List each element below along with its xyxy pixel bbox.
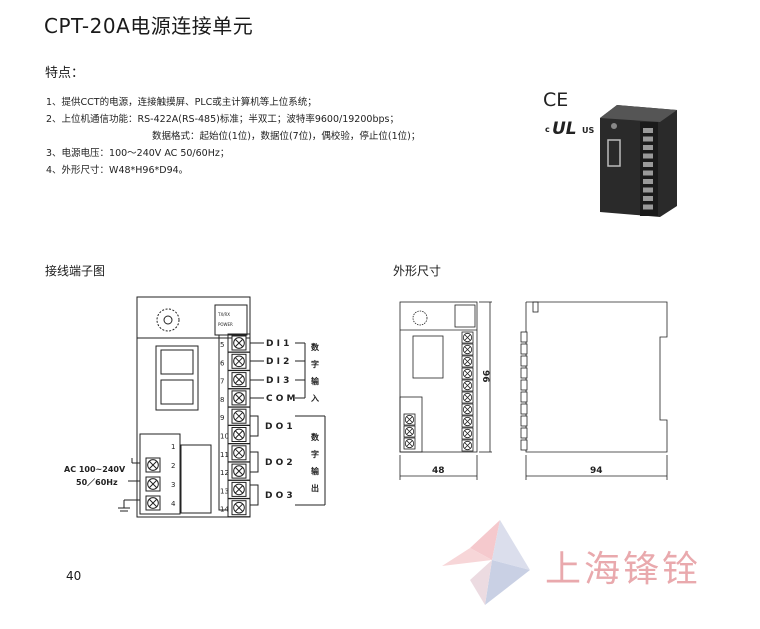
di-group-char: 输 <box>311 376 320 386</box>
terminal-number: 10 <box>220 433 229 441</box>
power-terminal-number: 1 <box>171 443 175 451</box>
terminal-screw-icon <box>231 372 247 388</box>
ul-c: c <box>545 125 550 134</box>
terminal-screw-icon <box>461 355 474 368</box>
terminal-number: 7 <box>220 378 224 386</box>
ce-mark: CE <box>543 89 568 111</box>
photo-terminal <box>643 196 653 201</box>
di-group-char: 入 <box>310 394 319 403</box>
feature-item: 1、提供CCT的电源，连接触摸屏、PLC或主计算机等上位系统； <box>46 97 317 108</box>
photo-terminal <box>643 136 653 142</box>
do-label: D O 3 <box>265 491 293 501</box>
terminal-number: 6 <box>220 359 225 367</box>
terminal-number: 5 <box>220 341 224 349</box>
terminal-number: 13 <box>220 487 229 495</box>
terminal-screw-icon <box>461 415 474 428</box>
power-terminal-screw-icon <box>145 457 161 473</box>
photo-terminal <box>643 162 653 167</box>
terminal-screw-icon <box>461 379 474 392</box>
page-title: CPT-20A电源连接单元 <box>44 14 254 38</box>
terminal-screw-icon <box>403 425 416 438</box>
terminal-screw-icon <box>461 391 474 404</box>
terminal-screw-icon <box>461 439 474 452</box>
feature-item: 4、外形尺寸：W48*H96*D94。 <box>46 165 189 176</box>
terminal-screw-icon <box>461 403 474 416</box>
feature-item: 数据格式：起始位(1位)，数据位(7位)，偶校验，停止位(1位)； <box>152 131 421 142</box>
di-group-char: 字 <box>311 359 319 369</box>
photo-terminal <box>643 128 653 133</box>
terminal-screw-icon <box>231 353 247 369</box>
terminal-screw-icon <box>461 343 474 356</box>
power-terminal-number: 2 <box>171 462 175 470</box>
terminal-screw-icon <box>231 390 247 406</box>
power-terminal-screw-icon <box>145 476 161 492</box>
do-label: D O 2 <box>265 458 293 468</box>
photo-terminal <box>643 187 653 193</box>
power-indicator-label: POWER <box>218 322 233 327</box>
do-group-char: 字 <box>311 449 319 459</box>
terminal-screw-icon <box>231 427 247 442</box>
terminal-screw-icon <box>461 427 474 440</box>
terminal-screw-icon <box>231 500 247 516</box>
terminal-screw-icon <box>403 437 416 450</box>
terminal-number: 8 <box>220 396 224 404</box>
frequency-label: 50／60Hz <box>76 477 118 487</box>
txrx-indicator-label: TX/RX <box>217 312 230 317</box>
terminal-number: 11 <box>220 451 229 459</box>
ul-mark: UL <box>552 119 577 139</box>
power-terminal-number: 3 <box>171 481 175 489</box>
product-photo <box>600 105 677 217</box>
terminal-screw-icon <box>231 463 247 479</box>
di-label: D I 2 <box>266 357 289 367</box>
ac-voltage-label: AC 100~240V <box>64 465 126 474</box>
terminal-screw-icon <box>231 335 247 351</box>
dimensions-heading: 外形尺寸 <box>393 264 442 278</box>
power-terminal-screw-icon <box>145 495 161 511</box>
terminal-screw-icon <box>461 331 474 344</box>
di-label: C O M <box>266 394 296 404</box>
photo-terminal <box>643 179 653 184</box>
watermark-text: 上海锋铨 <box>545 549 702 590</box>
terminal-screw-icon <box>403 413 416 426</box>
do-group-char: 数 <box>311 432 320 442</box>
do-group-char: 输 <box>311 466 320 476</box>
do-label: D O 1 <box>265 422 293 432</box>
terminal-screw-icon <box>231 408 247 424</box>
dimension-drawing <box>399 301 668 480</box>
di-label: D I 1 <box>266 339 289 349</box>
photo-terminal <box>643 145 653 150</box>
rotary-switch-icon <box>156 308 180 332</box>
feature-item: 2、上位机通信功能：RS-422A(RS-485)标准；半双工；波特率9600/… <box>46 114 399 125</box>
features-heading: 特点： <box>45 66 85 81</box>
page-number: 40 <box>66 569 82 583</box>
photo-terminal <box>643 153 653 159</box>
terminal-screw-icon <box>231 481 247 497</box>
depth-dimension: 94 <box>590 466 603 476</box>
ul-us: US <box>582 126 594 135</box>
terminal-screw-icon <box>231 445 247 461</box>
do-group-char: 出 <box>311 483 319 493</box>
power-terminal-number: 4 <box>171 500 176 508</box>
watermark-logo <box>442 520 530 605</box>
terminal-number: 9 <box>220 414 224 422</box>
terminal-screw-icon <box>461 367 474 380</box>
wiring-heading: 接线端子图 <box>45 264 106 278</box>
height-dimension: 96 <box>480 370 490 383</box>
feature-item: 3、电源电压：100～240V AC 50/60Hz； <box>46 148 230 159</box>
di-group-char: 数 <box>311 342 320 352</box>
di-label: D I 3 <box>266 376 289 386</box>
width-dimension: 48 <box>432 466 445 476</box>
photo-terminal <box>643 204 653 210</box>
terminal-number: 12 <box>220 469 229 477</box>
terminal-number: 14 <box>220 506 229 514</box>
photo-terminal <box>643 170 653 176</box>
